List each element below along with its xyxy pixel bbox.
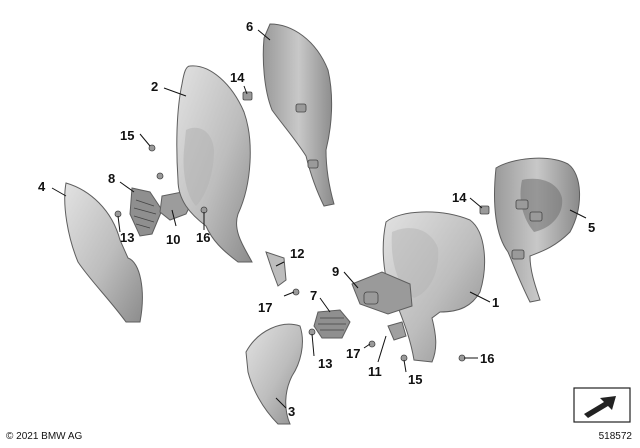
part-6-bracket <box>262 23 335 207</box>
callout-3: 3 <box>288 404 295 419</box>
callout-8: 8 <box>108 171 115 186</box>
callout-4: 4 <box>38 179 46 194</box>
orientation-icon <box>573 387 631 423</box>
part-9-motor <box>351 271 413 315</box>
callout-15-bottom: 15 <box>408 372 422 387</box>
diagram-number: 518572 <box>598 431 632 442</box>
leader-lines <box>51 29 587 409</box>
callout-13-center: 13 <box>318 356 332 371</box>
callout-13-left: 13 <box>120 230 134 245</box>
callout-1: 1 <box>492 295 499 310</box>
callout-15-left: 15 <box>120 128 134 143</box>
callout-10: 10 <box>166 232 180 247</box>
callout-14-right: 14 <box>452 190 467 205</box>
callout-5: 5 <box>588 220 595 235</box>
part-11-clip <box>387 321 407 341</box>
callout-7: 7 <box>310 288 317 303</box>
callout-12: 12 <box>290 246 304 261</box>
callout-6: 6 <box>246 19 253 34</box>
callout-labels: 1 2 3 4 5 6 7 8 9 10 11 12 13 13 14 14 1… <box>38 19 595 419</box>
callout-14-top: 14 <box>230 70 245 85</box>
callout-17-left: 17 <box>258 300 272 315</box>
part-1-mirror-head <box>382 211 486 363</box>
callout-9: 9 <box>332 264 339 279</box>
callout-17-bottom: 17 <box>346 346 360 361</box>
fastener-hardware <box>114 91 490 362</box>
callout-16-right: 16 <box>480 351 494 366</box>
part-4-cover-panel <box>64 182 143 323</box>
part-7-grille <box>313 309 351 339</box>
part-12-small-bracket <box>265 251 287 287</box>
part-2-main-housing <box>176 65 253 263</box>
part-8-grille <box>129 187 163 237</box>
part-5-mounting-shell <box>494 157 581 303</box>
callout-2: 2 <box>151 79 158 94</box>
copyright-notice: © 2021 BMW AG <box>6 431 83 442</box>
callout-16-left: 16 <box>196 230 210 245</box>
callout-11: 11 <box>368 364 382 379</box>
part-3-lower-cover <box>245 323 303 425</box>
